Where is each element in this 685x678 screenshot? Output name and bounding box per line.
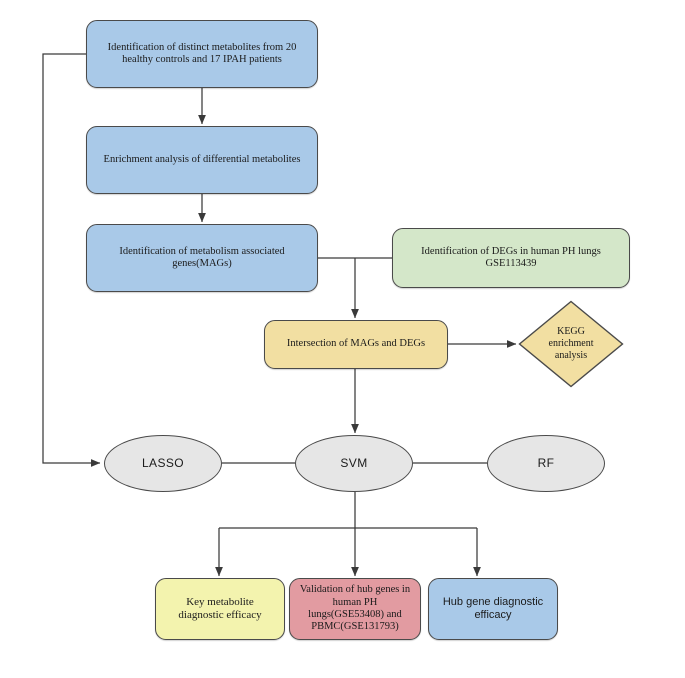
node-rf-label: RF xyxy=(537,456,555,471)
node-kegg-enrichment-analysis-label: KEGG enrichment analysis xyxy=(548,326,594,361)
node-enrichment-analysis-label: Enrichment analysis of differential meta… xyxy=(103,153,301,165)
node-svm-label: SVM xyxy=(340,456,368,471)
node-hub-gene-diagnostic-efficacy[interactable]: Hub gene diagnostic efficacy xyxy=(428,578,558,640)
node-intersection-mags-degs-label: Intersection of MAGs and DEGs xyxy=(286,338,426,350)
node-metabolism-associated-genes-label: Identification of metabolism associated … xyxy=(119,245,285,269)
node-metabolism-associated-genes[interactable]: Identification of metabolism associated … xyxy=(86,224,318,292)
node-validation-hub-genes-label: Validation of hub genes in human PH lung… xyxy=(299,584,411,633)
node-lasso-label: LASSO xyxy=(141,456,185,471)
node-svm[interactable]: SVM xyxy=(295,435,413,492)
node-degs-human-ph-lungs-label: Identification of DEGs in human PH lungs… xyxy=(421,245,601,269)
node-rf[interactable]: RF xyxy=(487,435,605,492)
node-distinct-metabolites-label: Identification of distinct metabolites f… xyxy=(107,41,297,65)
node-intersection-mags-degs[interactable]: Intersection of MAGs and DEGs xyxy=(264,320,448,369)
node-key-metabolite-diagnostic-efficacy-label: Key metabolite diagnostic efficacy xyxy=(178,596,262,621)
node-degs-human-ph-lungs[interactable]: Identification of DEGs in human PH lungs… xyxy=(392,228,630,288)
node-lasso[interactable]: LASSO xyxy=(104,435,222,492)
node-hub-gene-diagnostic-efficacy-label: Hub gene diagnostic efficacy xyxy=(442,596,544,621)
node-validation-hub-genes[interactable]: Validation of hub genes in human PH lung… xyxy=(289,578,421,640)
node-distinct-metabolites[interactable]: Identification of distinct metabolites f… xyxy=(86,20,318,88)
node-kegg-enrichment-analysis[interactable]: KEGG enrichment analysis xyxy=(518,300,624,388)
node-enrichment-analysis[interactable]: Enrichment analysis of differential meta… xyxy=(86,126,318,194)
diamond-icon xyxy=(518,300,624,388)
node-key-metabolite-diagnostic-efficacy[interactable]: Key metabolite diagnostic efficacy xyxy=(155,578,285,640)
